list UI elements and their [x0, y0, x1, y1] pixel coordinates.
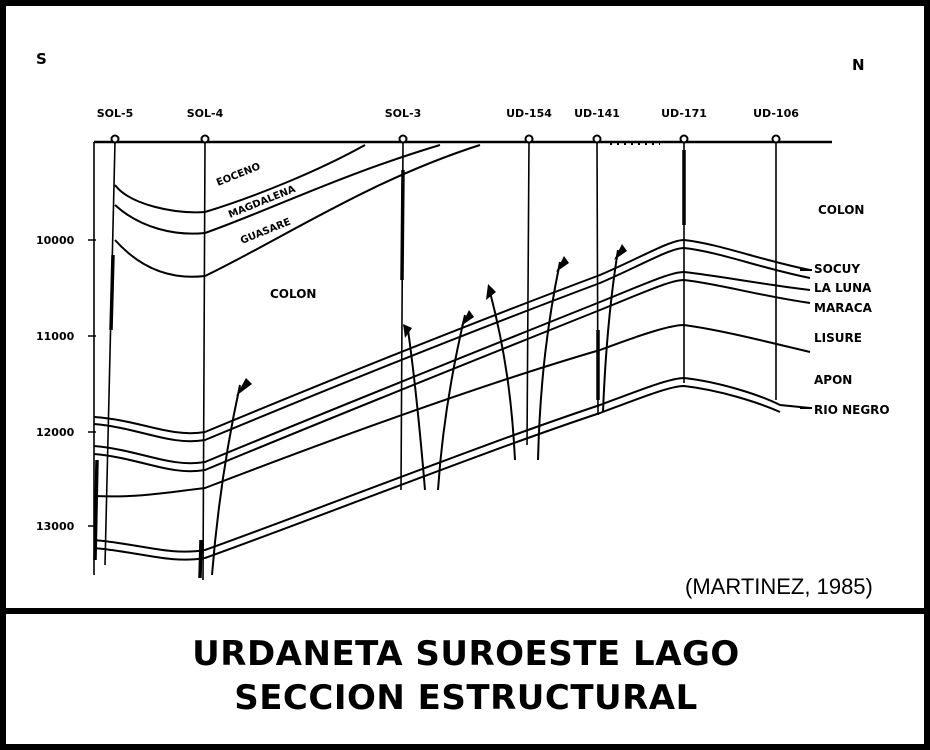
formation-label: MARACA — [814, 301, 873, 315]
depth-label: 10000 — [36, 234, 75, 247]
formation-label: EOCENO — [215, 161, 262, 189]
tertiary-horizons — [114, 144, 481, 278]
depth-label: 13000 — [36, 520, 75, 533]
well-label: SOL-4 — [187, 107, 224, 120]
formation-label: SOCUY — [814, 262, 860, 276]
south-label: S — [36, 50, 47, 68]
well-label: SOL-3 — [385, 107, 422, 120]
formation-label-center: COLON — [270, 287, 316, 301]
north-label: N — [852, 56, 865, 74]
depth-label: 12000 — [36, 426, 75, 439]
depth-ticks — [88, 239, 96, 527]
title-block: URDANETA SUROESTE LAGO SECCION ESTRUCTUR… — [10, 618, 922, 743]
well-label: UD-171 — [661, 107, 707, 120]
formation-label: GUASARE — [239, 217, 293, 247]
title-line-1: URDANETA SUROESTE LAGO — [192, 634, 740, 674]
formation-label: APON — [814, 373, 852, 387]
cretaceous-horizons — [93, 238, 811, 561]
formation-label: COLON — [818, 203, 864, 217]
well-label: SOL-5 — [97, 107, 134, 120]
formation-leaders — [800, 269, 812, 409]
well-label: UD-154 — [506, 107, 552, 120]
formation-label: LISURE — [814, 331, 862, 345]
formation-label: LA LUNA — [814, 281, 872, 295]
title-line-2: SECCION ESTRUCTURAL — [234, 678, 698, 718]
citation: (MARTINEZ, 1985) — [685, 574, 873, 599]
well-label: UD-141 — [574, 107, 620, 120]
well-bores — [104, 141, 777, 581]
formation-label: RIO NEGRO — [814, 403, 890, 417]
depth-label: 11000 — [36, 330, 75, 343]
well-label: UD-106 — [753, 107, 799, 120]
faults — [211, 249, 619, 576]
fault-arrows — [236, 244, 627, 396]
